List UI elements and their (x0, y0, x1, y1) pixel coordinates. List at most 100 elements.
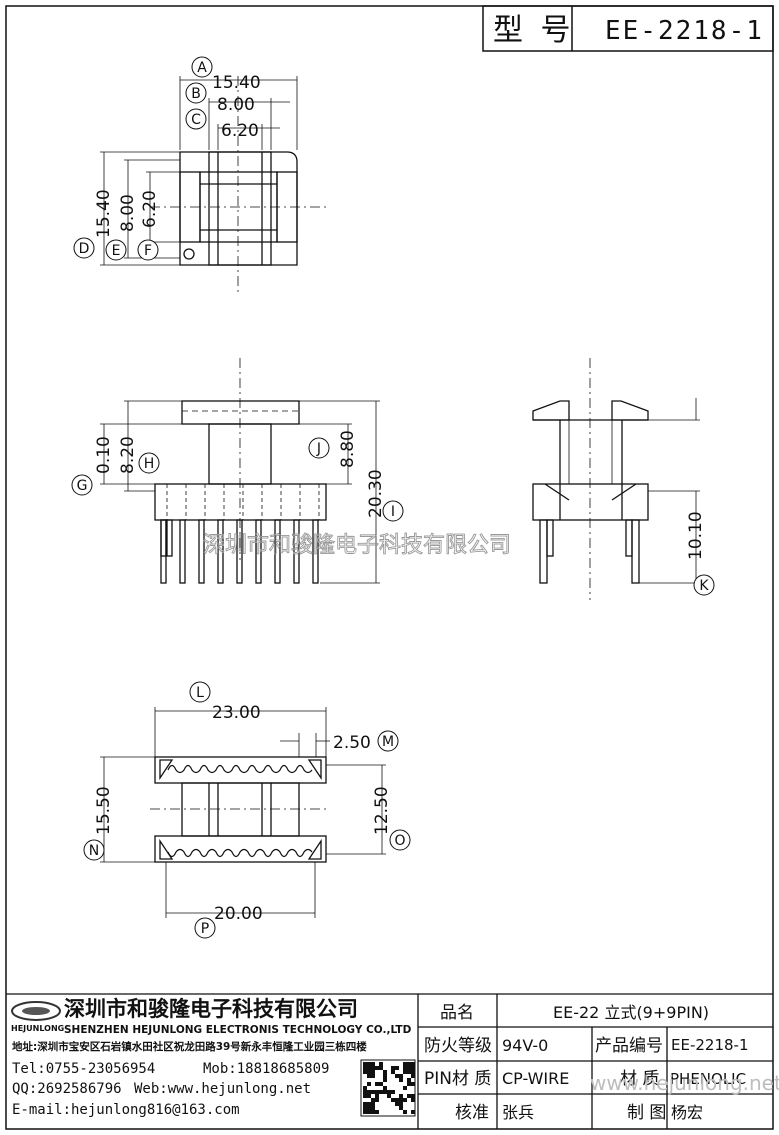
svg-text:B: B (191, 86, 201, 102)
qr-module (411, 1094, 415, 1098)
side-view (532, 358, 700, 600)
qr-module (375, 1110, 379, 1114)
dim-b: 8.00 (217, 95, 255, 115)
dim-j: 8.80 (338, 430, 358, 468)
product-name-value: EE-22 立式(9+9PIN) (553, 1003, 709, 1022)
label-m: M (377, 730, 399, 752)
qr-module (371, 1074, 375, 1078)
qr-module (367, 1074, 371, 1078)
pin-short (160, 519, 167, 557)
qr-module (411, 1070, 415, 1074)
qr-module (399, 1074, 403, 1078)
label-d: D (73, 237, 95, 259)
check-value: 张兵 (502, 1103, 534, 1122)
company-logo: HEJUNLONG (11, 1001, 64, 1033)
pin (198, 519, 205, 584)
qr-module (367, 1102, 371, 1106)
model-label: 型 号 (493, 13, 575, 48)
qr-module (367, 1106, 371, 1110)
draw-value: 杨宏 (671, 1103, 703, 1122)
qr-module (363, 1066, 367, 1070)
qr-module (403, 1086, 407, 1090)
qr-module (411, 1062, 415, 1066)
qr-module (379, 1082, 383, 1086)
dim-m: 2.50 (333, 733, 371, 753)
qr-module (395, 1066, 399, 1070)
qr-module (371, 1062, 375, 1066)
qr-module (403, 1066, 407, 1070)
qr-module (363, 1102, 367, 1106)
product-name-label: 品名 (440, 1003, 474, 1023)
dim-a: 15.40 (212, 73, 261, 93)
qr-module (391, 1066, 395, 1070)
material-label: 材 质 (620, 1069, 659, 1089)
qr-module (411, 1098, 415, 1102)
qr-module (387, 1090, 391, 1094)
qr-module (379, 1062, 383, 1066)
qr-module (375, 1082, 379, 1086)
svg-text:I: I (391, 504, 395, 520)
qr-module (371, 1110, 375, 1114)
svg-text:G: G (77, 478, 88, 494)
qr-module (367, 1110, 371, 1114)
slot-wave (167, 764, 313, 774)
company-name-cn: 深圳市和骏隆电子科技有限公司 (64, 997, 358, 1021)
qr-module (367, 1090, 371, 1094)
label-g: G (71, 474, 93, 496)
dim-k: 10.10 (686, 511, 706, 560)
qr-module (367, 1094, 371, 1098)
fire-value: 94V-0 (502, 1036, 548, 1055)
dim-d: 15.40 (94, 189, 114, 238)
dim-l: 23.00 (212, 703, 261, 723)
check-label: 核准 (455, 1103, 489, 1123)
pin (217, 519, 224, 584)
qr-module (371, 1102, 375, 1106)
draw-label: 制 图 (627, 1103, 666, 1123)
front-view (100, 358, 380, 584)
qr-module (399, 1078, 403, 1082)
qr-module (391, 1098, 395, 1102)
qr-module (375, 1066, 379, 1070)
qr-module (407, 1082, 411, 1086)
label-c: C (185, 108, 207, 130)
qr-module (363, 1110, 367, 1114)
fire-label: 防火等级 (424, 1036, 492, 1056)
qr-module (371, 1070, 375, 1074)
dim-n: 15.50 (94, 786, 114, 835)
qr-module (375, 1094, 379, 1098)
label-n: N (83, 839, 105, 861)
svg-text:H: H (144, 456, 155, 472)
label-f: F (137, 239, 159, 261)
pin (312, 519, 319, 584)
qr-module (371, 1106, 375, 1110)
watermark-web: www.hejunlong.net (590, 1071, 779, 1095)
dim-o: 12.50 (372, 786, 392, 835)
svg-text:A: A (197, 60, 207, 76)
qr-module (411, 1074, 415, 1078)
company-email: E-mail:hejunlong816@163.com (12, 1102, 240, 1118)
qr-module (399, 1106, 403, 1110)
qr-module (363, 1086, 367, 1090)
qr-module (363, 1090, 367, 1094)
qr-module (363, 1062, 367, 1066)
pin (236, 519, 243, 584)
qr-module (383, 1090, 387, 1094)
svg-text:M: M (382, 734, 394, 750)
qr-module (407, 1070, 411, 1074)
watermark-text: 深圳市和骏隆电子科技有限公司 (203, 533, 511, 558)
qr-module (383, 1086, 387, 1090)
dim-c: 6.20 (221, 121, 259, 141)
dim-f: 6.20 (140, 190, 160, 228)
slot-wave (167, 848, 313, 858)
svg-text:K: K (699, 578, 709, 594)
qr-module (383, 1074, 387, 1078)
qr-module (407, 1066, 411, 1070)
label-b: B (185, 82, 207, 104)
qr-module (395, 1098, 399, 1102)
qr-module (367, 1062, 371, 1066)
qr-module (379, 1066, 383, 1070)
qr-module (399, 1094, 403, 1098)
svg-text:C: C (191, 112, 201, 128)
qr-module (371, 1090, 375, 1094)
label-e: E (105, 239, 127, 261)
